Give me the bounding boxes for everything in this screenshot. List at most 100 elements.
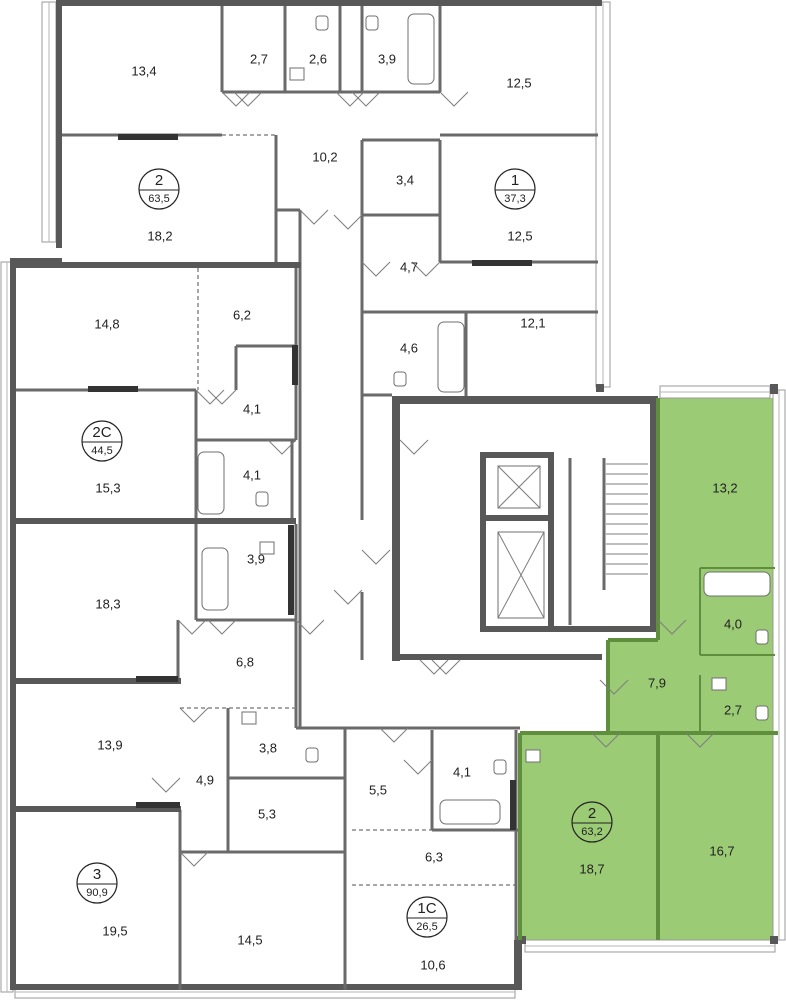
highlighted-walls [518,398,778,940]
door-swing [361,261,391,277]
apartment-rooms-count: 2 [155,172,163,189]
room-area-label: 18,7 [579,861,604,876]
room-area-label: 4,9 [196,772,214,787]
toilet-icon [255,491,269,507]
sink-icon [289,67,305,81]
wall-accents [88,134,532,830]
elevator-core [497,463,648,619]
room-area-label: 4,6 [400,340,418,355]
room-area-label: 3,9 [378,51,396,66]
room-area-label: 7,9 [648,675,666,690]
door-swing [335,91,365,107]
room-area-label: 2,7 [250,51,268,66]
room-area-label: 4,1 [453,764,471,779]
door-swing [299,209,329,225]
apartment-total-area: 37,3 [504,193,525,205]
door-swing [439,91,469,107]
apartment-rooms-count: 1С [417,900,436,917]
bathtub-icon [439,799,501,825]
bathtub-icon [437,321,465,393]
room-area-label: 5,3 [258,806,276,821]
door-swing [333,589,363,605]
toilet-icon [755,705,769,721]
room-area-label: 13,2 [712,480,737,495]
apartment-rooms-count: 2 [588,805,596,822]
room-area-label: 5,5 [369,782,387,797]
room-area-label: 12,5 [507,228,532,243]
toilet-icon [315,15,329,31]
door-swing [431,659,461,675]
door-swing [151,777,181,793]
door-swing [179,707,209,723]
room-area-label: 18,2 [147,228,172,243]
room-area-label: 4,7 [400,259,418,274]
door-swing [207,389,237,405]
room-area-label: 2,7 [724,702,742,717]
room-area-label: 6,3 [425,849,443,864]
room-area-label: 3,8 [259,740,277,755]
door-swing [657,619,687,635]
door-swing [351,91,381,107]
room-area-label: 19,5 [102,923,127,938]
room-area-label: 3,9 [247,551,265,566]
room-area-label: 10,2 [312,149,337,164]
door-swing [179,851,209,867]
door-swing [403,759,433,775]
apartment-badge-circle[interactable] [571,801,613,843]
room-area-label: 4,1 [243,467,261,482]
highlighted-apartment-area[interactable] [520,398,778,940]
room-area-label: 12,1 [520,315,545,330]
room-area-label: 13,9 [97,737,122,752]
door-swing [195,389,225,405]
stairs-icon [606,463,648,575]
door-swing [685,732,715,748]
room-area-label: 12,5 [506,75,531,90]
room-area-label: 14,5 [237,932,262,947]
bathtub-icon [407,13,435,85]
apartment-badge[interactable]: 2С 44,5 [81,420,123,462]
apartment-total-area: 44,5 [91,445,112,457]
toilet-icon [305,747,319,763]
apartment-badge[interactable]: 137,3 [494,168,536,210]
door-swing [599,679,629,695]
door-swing [591,732,621,748]
room-area-label: 13,4 [131,63,156,78]
highlighted-apartment[interactable] [520,398,778,940]
room-area-label: 16,7 [709,843,734,858]
door-swing [411,261,441,277]
door-swing [177,619,207,635]
apartment-badge[interactable]: 263,2 [571,801,613,843]
room-area-label: 6,2 [233,307,251,322]
apartment-badge[interactable]: 263,5 [138,168,180,210]
room-area-label: 18,3 [95,596,120,611]
apartment-badge-circle[interactable] [81,420,123,462]
door-swing [361,549,391,565]
room-area-label: 2,6 [309,51,327,66]
bathtub-icon [197,451,225,515]
apartment-badge-circle[interactable] [138,168,180,210]
apartment-total-area: 63,2 [581,826,602,838]
apartment-rooms-count: 1 [511,172,519,189]
toilet-icon [365,15,379,31]
interior-walls [16,6,660,990]
room-area-label: 15,3 [95,480,120,495]
room-area-label: 10,6 [420,957,445,972]
apartment-badge-circle[interactable] [494,168,536,210]
door-swing [233,91,263,107]
sink-icon [241,711,257,725]
bathtub-icon [201,547,229,611]
toilet-icon [393,371,407,387]
apartment-total-area: 63,5 [148,193,169,205]
apartment-badge-circle[interactable] [76,862,118,904]
sink-icon [525,749,541,763]
sink-icon [711,677,727,691]
apartment-rooms-count: 3 [93,866,101,883]
apartment-badge[interactable]: 390,9 [76,862,118,904]
door-swing [399,439,429,455]
apartment-badge-circle[interactable] [406,896,448,938]
room-area-label: 3,4 [396,172,414,187]
apartment-rooms-count: 2С [92,424,111,441]
